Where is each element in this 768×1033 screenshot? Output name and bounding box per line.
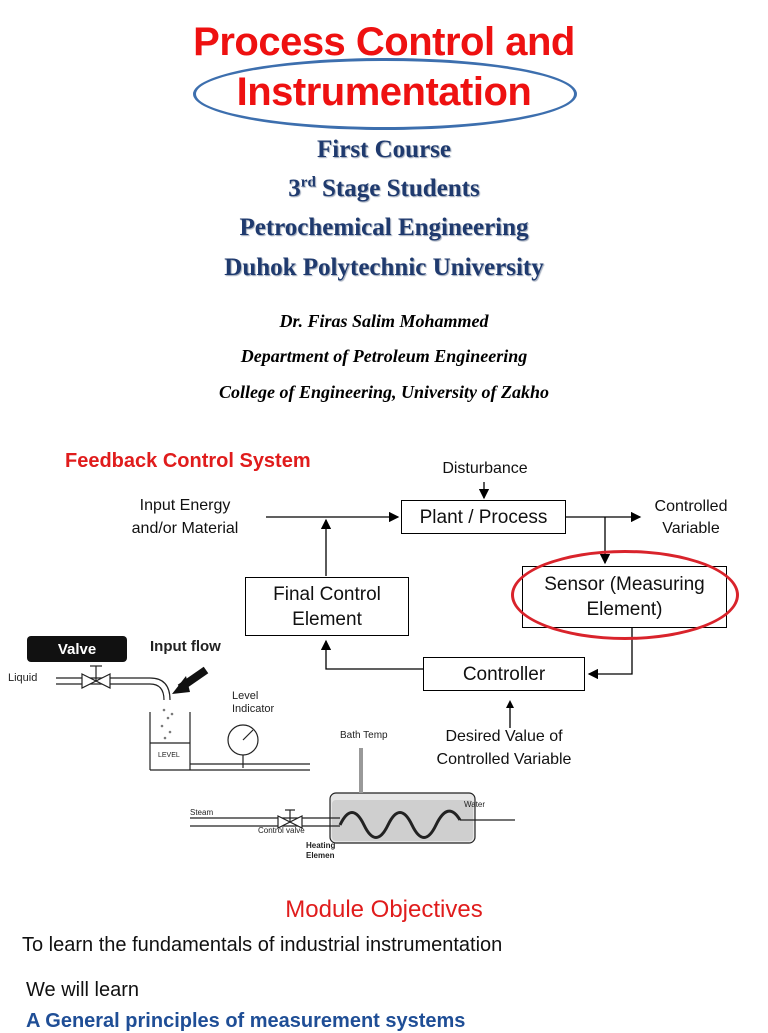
department-label: Petrochemical Engineering bbox=[239, 214, 529, 241]
desired-label-2: Controlled Variable bbox=[436, 751, 572, 768]
liquid-label: Liquid bbox=[8, 672, 38, 684]
controlled-label-2: Variable bbox=[662, 520, 720, 537]
input-label-2: and/or Material bbox=[131, 520, 239, 537]
objective-line-2: We will learn bbox=[26, 979, 139, 1001]
university-label: Duhok Polytechnic University bbox=[224, 254, 544, 281]
module-objectives-title: Module Objectives bbox=[285, 896, 483, 923]
stage-label: 3rd Stage Students bbox=[288, 174, 480, 202]
level-indicator-label-1: Level bbox=[232, 690, 259, 702]
valve-badge: Valve bbox=[27, 636, 127, 662]
objective-line-3: A General principles of measurement syst… bbox=[26, 1010, 466, 1032]
water-label: Water bbox=[464, 800, 486, 809]
heating-label-2: Elemen bbox=[306, 851, 335, 860]
desired-label-1: Desired Value of bbox=[445, 728, 563, 745]
steam-label: Steam bbox=[190, 808, 214, 817]
controller-box: Controller bbox=[423, 657, 585, 691]
objective-line-1: To learn the fundamentals of industrial … bbox=[22, 934, 503, 956]
diagram-title: Feedback Control System bbox=[65, 450, 311, 472]
input-label-1: Input Energy bbox=[139, 497, 231, 514]
author-department: Department of Petroleum Engineering bbox=[240, 346, 528, 366]
diagram-connectors bbox=[266, 482, 642, 680]
level-mark: LEVEL bbox=[158, 752, 180, 759]
sensor-highlight-oval bbox=[511, 550, 739, 640]
title-line1: Process Control and bbox=[193, 20, 575, 64]
controlled-label-1: Controlled bbox=[654, 498, 728, 515]
bath-temp-label: Bath Temp bbox=[340, 730, 388, 741]
level-indicator-label-2: Indicator bbox=[232, 703, 275, 715]
control-valve-label: Control valve bbox=[258, 826, 305, 835]
heating-label-1: Heating bbox=[306, 841, 336, 850]
process-illustration bbox=[56, 665, 515, 844]
desired-arrow bbox=[506, 700, 514, 728]
disturbance-label: Disturbance bbox=[442, 460, 528, 477]
final-label-1: Final Control bbox=[273, 583, 381, 605]
input-flow-label: Input flow bbox=[150, 638, 221, 655]
final-label-2: Element bbox=[292, 608, 362, 630]
author-name: Dr. Firas Salim Mohammed bbox=[279, 311, 489, 331]
title-highlight-oval bbox=[193, 58, 577, 130]
course-label: First Course bbox=[317, 136, 451, 163]
plant-process-box: Plant / Process bbox=[401, 500, 566, 534]
author-college: College of Engineering, University of Za… bbox=[219, 382, 549, 402]
